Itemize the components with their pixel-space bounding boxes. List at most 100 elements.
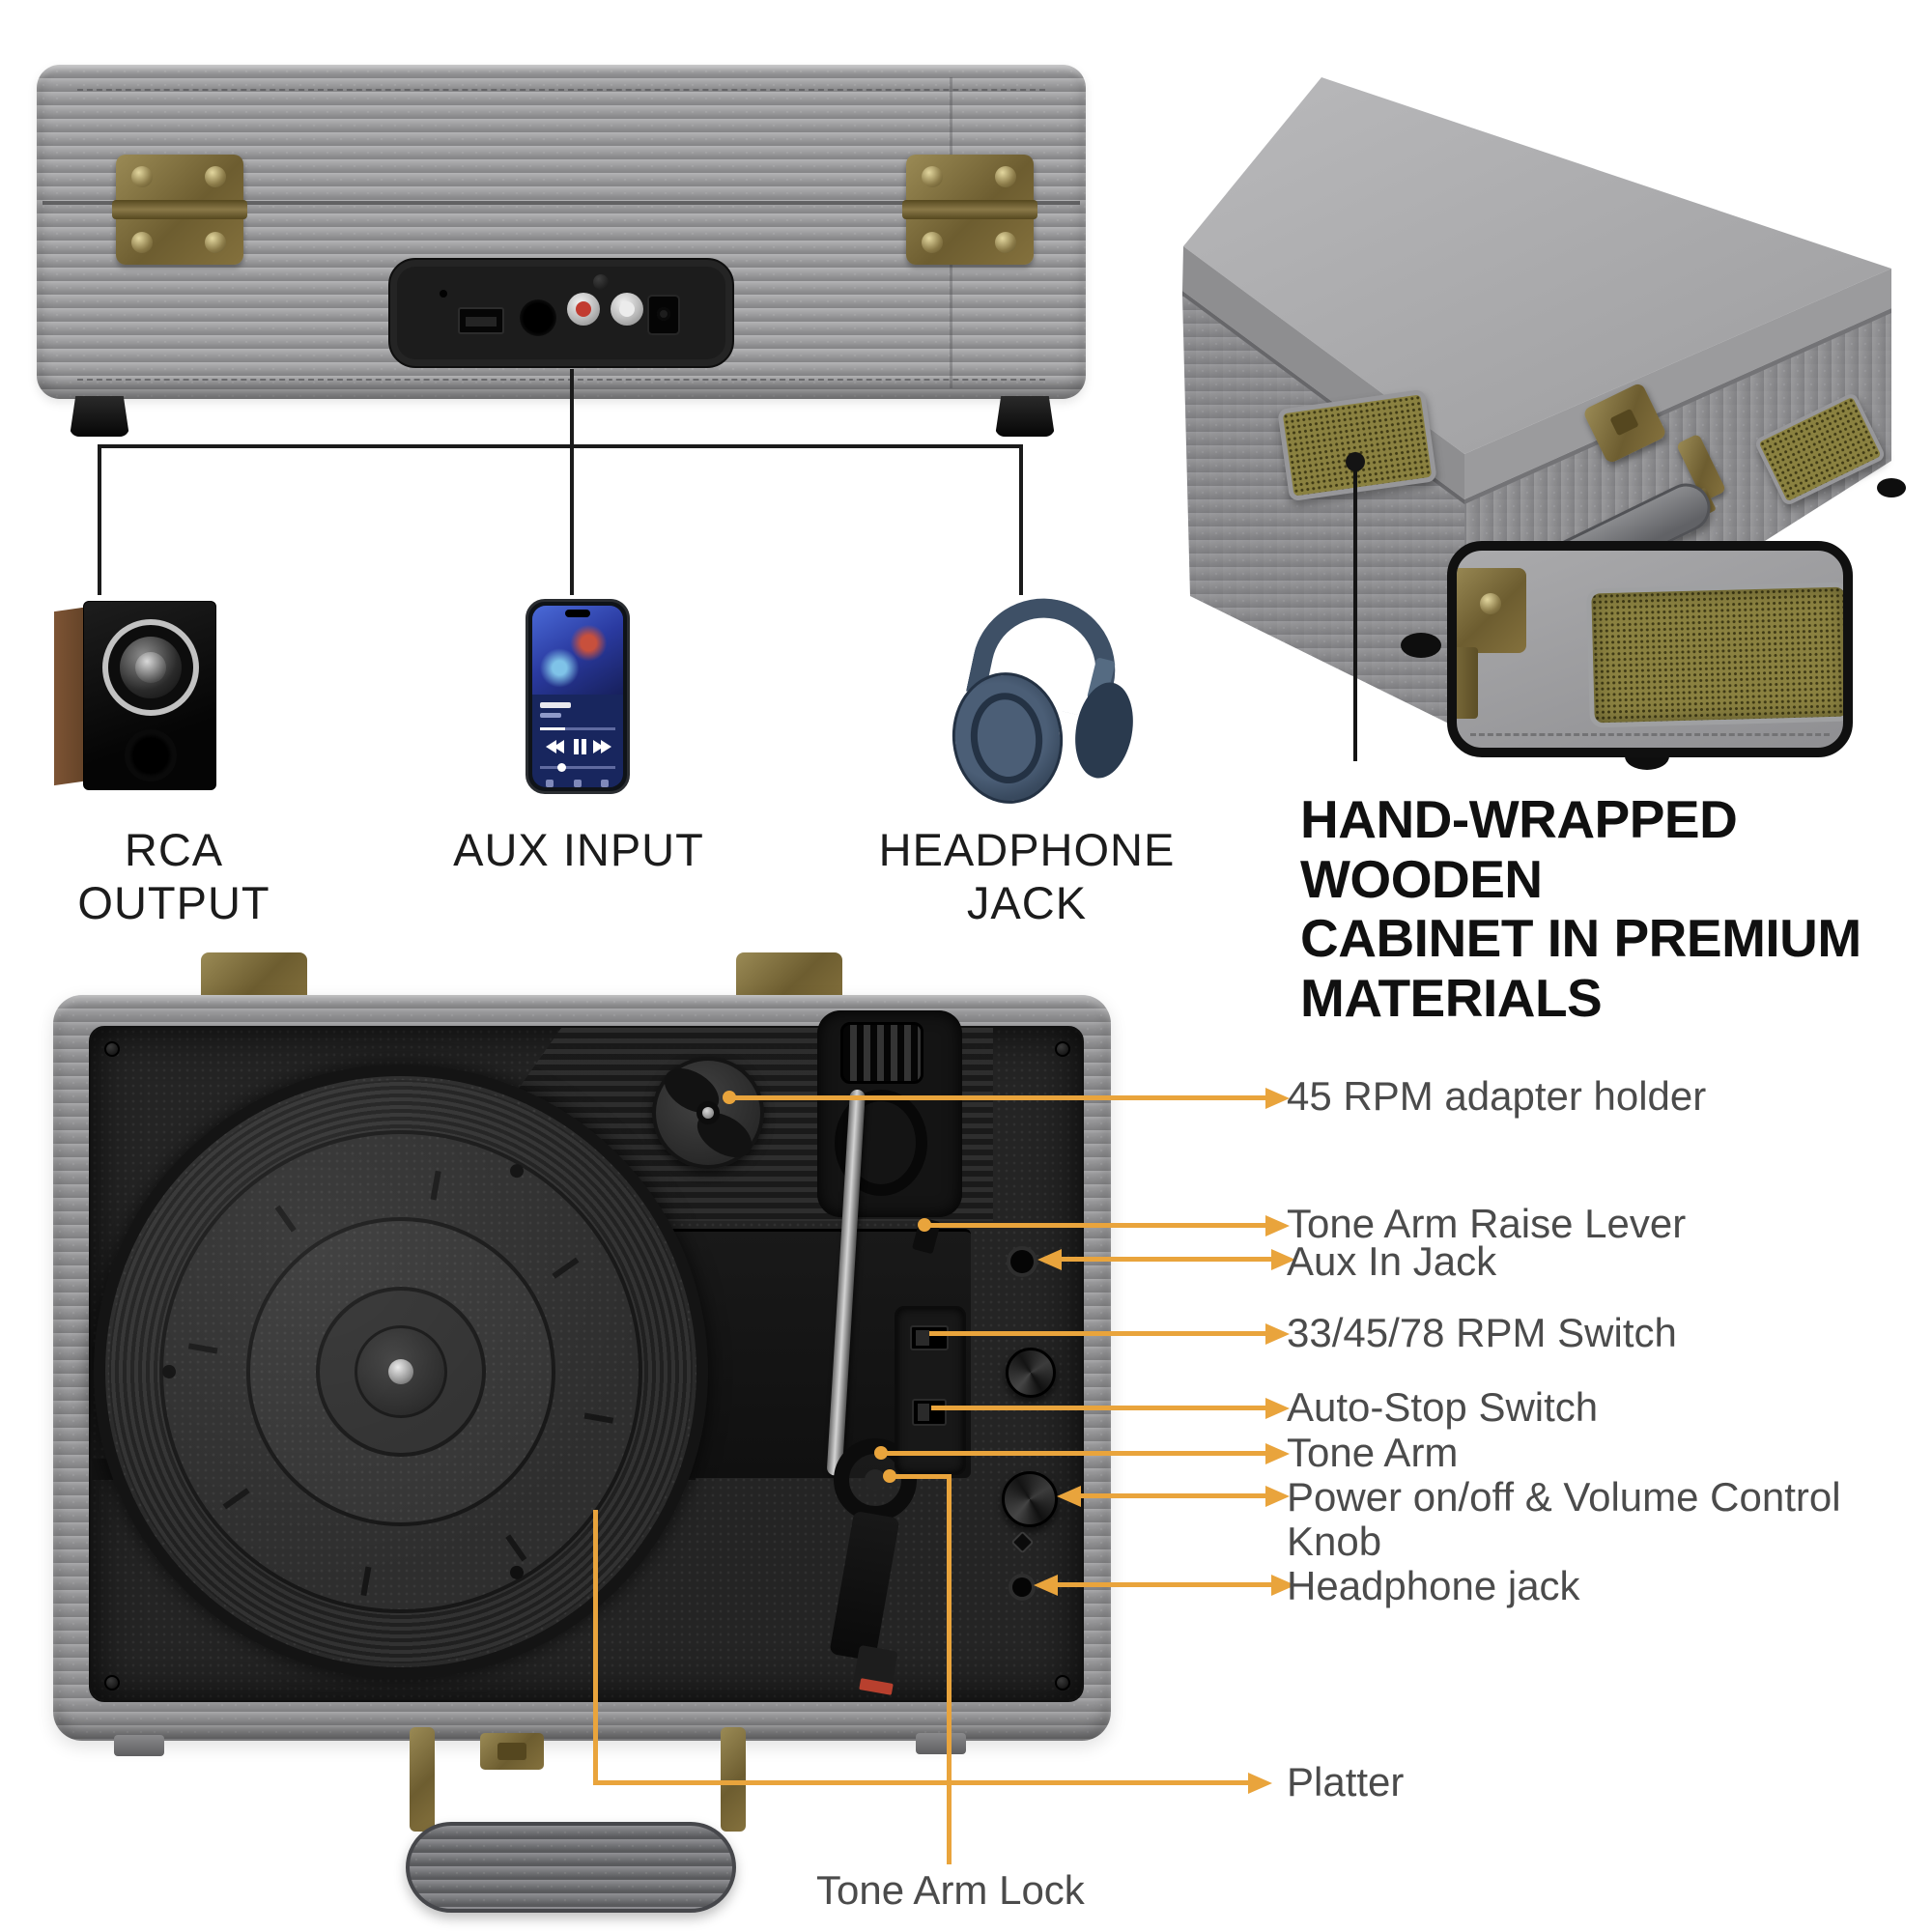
progress-fill: [540, 727, 565, 730]
edge-latch: [480, 1733, 544, 1770]
prev-icon2: [554, 740, 564, 753]
hinge-screw: [995, 166, 1016, 187]
callout-arrow-rpm-switch: [1265, 1323, 1290, 1345]
handle-strap: [721, 1727, 746, 1832]
callout-label-raise-lever: Tone Arm Raise Lever: [1287, 1201, 1687, 1246]
callout-arrow-tonearm: [1265, 1443, 1290, 1464]
callout-line-power: [1078, 1493, 1267, 1498]
tone-arm-assembly: [792, 1005, 1005, 1710]
callout-label-45rpm: 45 RPM adapter holder: [1287, 1073, 1707, 1119]
woofer-dome: [135, 652, 166, 683]
rca-red-jack: [567, 293, 600, 326]
callout-line-headphone: [1055, 1582, 1273, 1587]
connector-drop-aux: [570, 444, 574, 595]
hinge-screw: [995, 232, 1016, 253]
hinge-screw: [131, 166, 153, 187]
auto-stop-knob: [918, 1404, 929, 1421]
inset-hinge: [1457, 568, 1526, 653]
spindle: [388, 1359, 413, 1384]
callout-label-aux: Aux In Jack: [1287, 1238, 1497, 1284]
callout-line-rpm-switch: [929, 1331, 1267, 1336]
rpm-switch-knob: [916, 1330, 929, 1346]
case-foot: [1877, 478, 1906, 497]
connector-drop-headphone: [1019, 444, 1023, 595]
deck-screw: [104, 1675, 120, 1690]
callout-label-rpm-switch: 33/45/78 RPM Switch: [1287, 1310, 1677, 1355]
hinge-screw: [922, 232, 943, 253]
platter-hub: [355, 1325, 447, 1418]
callout-line-45rpm: [729, 1095, 1267, 1100]
material-detail-inset: [1447, 541, 1853, 757]
callout-arrow-platter: [1248, 1773, 1272, 1794]
callout-line-tonearm: [881, 1451, 1267, 1456]
platter: [94, 1065, 708, 1679]
connection-label-aux: AUX INPUT: [453, 824, 704, 875]
callout-line-platter: [593, 1780, 1250, 1785]
dc-power-jack: [647, 295, 680, 335]
power-volume-knob: [1002, 1471, 1058, 1527]
speaker-icon: [54, 601, 216, 790]
callout-arrow-power: [1265, 1486, 1290, 1507]
cabinet-callout-line: [1353, 462, 1357, 761]
inset-gold-grille: [1586, 582, 1843, 728]
lid-seam: [43, 201, 1080, 205]
platter-sheen: [105, 1076, 696, 1667]
rpm-selector-knob: [1006, 1348, 1056, 1398]
rca-white-center: [619, 301, 635, 317]
usb-port: [458, 307, 504, 334]
connection-label-headphone: HEADPHONE JACK: [878, 824, 1176, 928]
callout-arrowleft-headphone: [1034, 1575, 1058, 1596]
aux-in-recess: [520, 299, 556, 336]
arm-headshell: [829, 1510, 900, 1662]
stitch-bottom: [77, 379, 1045, 381]
deck-screw: [1055, 1675, 1070, 1690]
notch-island: [565, 610, 590, 617]
adapter-pin: [702, 1107, 714, 1119]
next-icon: [593, 740, 604, 753]
stitch-top: [77, 89, 1045, 91]
usb-tongue: [466, 317, 497, 327]
cabinet-caption: HAND-WRAPPED WOODEN CABINET IN PREMIUM M…: [1300, 789, 1861, 1028]
hinge-screw: [205, 232, 226, 253]
track-title-bar: [540, 702, 571, 708]
rpm-switch: [910, 1325, 949, 1350]
panel-screw: [593, 274, 609, 290]
callout-label-headphone: Headphone jack: [1287, 1563, 1580, 1608]
callout-label-autostop: Auto-Stop Switch: [1287, 1384, 1599, 1430]
record-player-back-view: [0, 0, 1121, 454]
hinge-right: [902, 155, 1037, 265]
headphones-icon: [946, 584, 1141, 810]
pivot-center: [865, 1469, 886, 1491]
pause-icon2: [582, 739, 586, 754]
inset-stitching: [1470, 733, 1830, 736]
callout-arrow-headphone: [1271, 1575, 1295, 1596]
bottom-icon: [574, 780, 582, 787]
callout-line-armlock-h: [890, 1474, 952, 1479]
callout-vline-platter: [593, 1510, 598, 1785]
foot: [70, 396, 129, 437]
arm-counterweight: [840, 1022, 923, 1084]
edge-keeper: [114, 1735, 164, 1756]
smartphone-icon: [526, 599, 630, 794]
hinge-knuckle: [902, 200, 1037, 219]
bottom-icon: [601, 780, 609, 787]
bottom-icon: [546, 780, 554, 787]
45-rpm-adapter: [652, 1057, 764, 1169]
speaker-front: [83, 601, 216, 790]
callout-arrow-raise-lever: [1265, 1215, 1290, 1236]
prev-icon: [546, 740, 556, 753]
callout-label-platter: Platter: [1287, 1759, 1405, 1804]
connector-drop-rca: [98, 444, 101, 595]
deck-screw: [1055, 1041, 1070, 1057]
callout-label-power-knob: Power on/off & Volume Control Knob: [1287, 1474, 1841, 1565]
aux-in-jack: [1010, 1250, 1034, 1273]
dc-hole: [657, 307, 670, 321]
volume-slider: [540, 763, 615, 772]
hinge-screw: [922, 166, 943, 187]
callout-line-autostop: [931, 1406, 1267, 1410]
next-icon2: [601, 740, 611, 753]
callout-arrow-autostop: [1265, 1398, 1290, 1419]
headphone-jack: [1012, 1577, 1032, 1597]
latch-button: [1609, 408, 1639, 437]
